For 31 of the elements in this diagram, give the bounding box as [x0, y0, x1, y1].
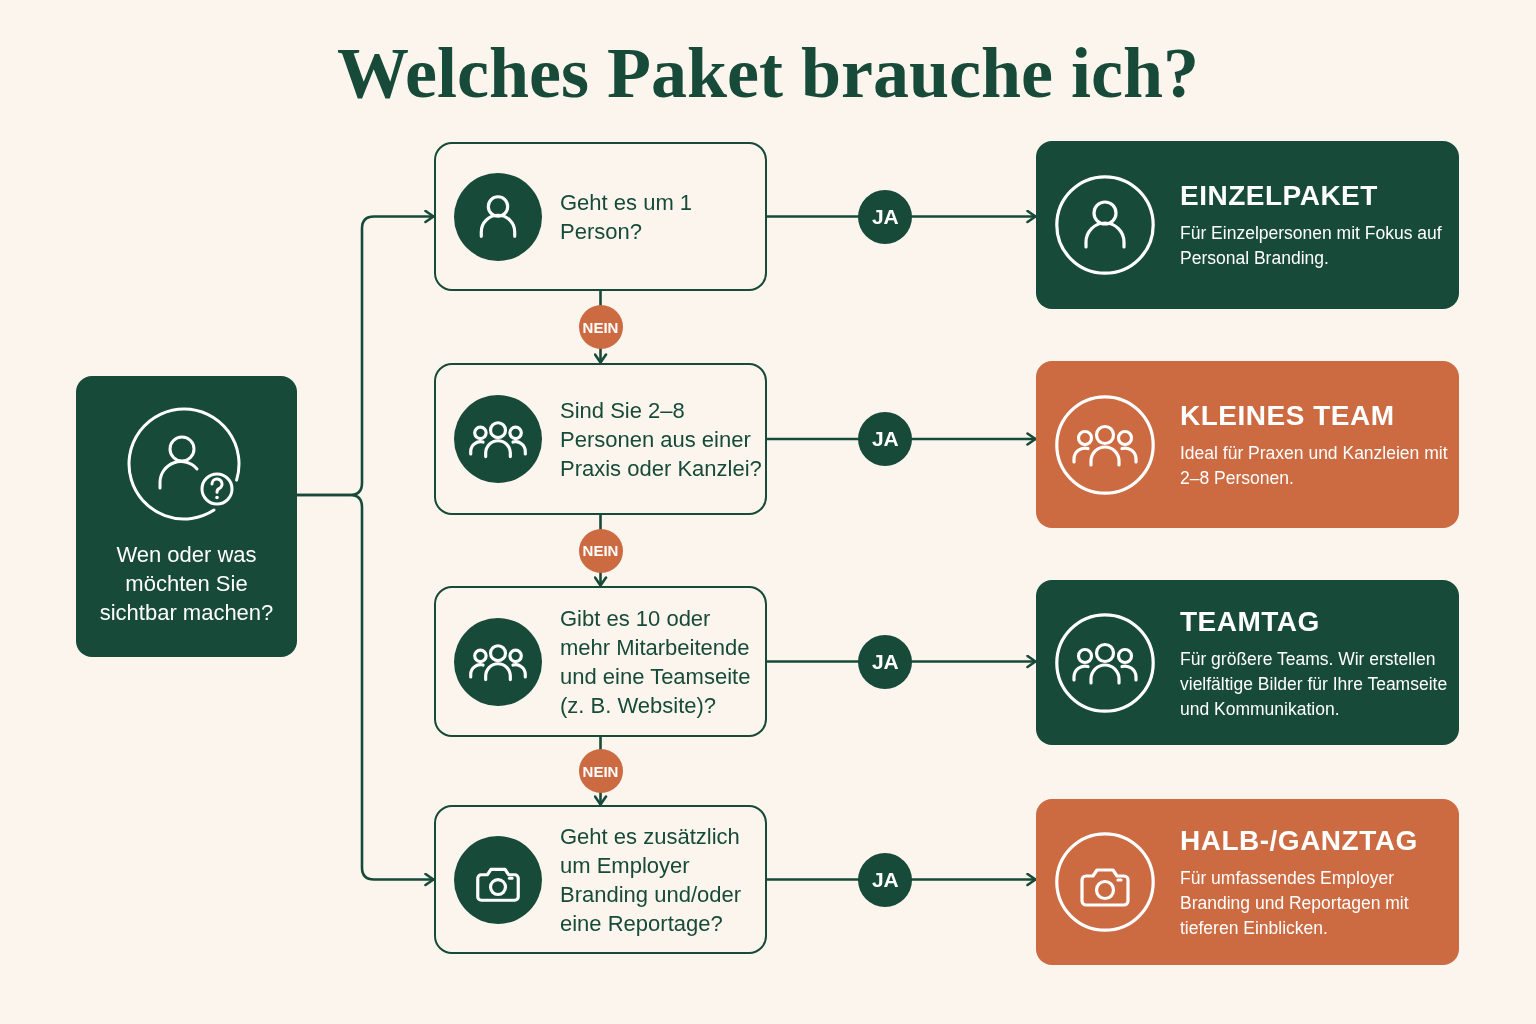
package-card — [1036, 580, 1459, 745]
start-box — [76, 376, 297, 657]
question-text: Gibt es 10 oder mehr Mitarbeitende und eine Teamseite (z. B. Website)? — [560, 604, 752, 720]
arrow — [297, 493, 435, 887]
package-card — [1036, 141, 1459, 309]
package-card — [1036, 361, 1459, 528]
package-description: Für Einzelpersonen mit Fokus auf Personal Branding. — [1180, 222, 1443, 270]
edge-label: NEIN — [578, 305, 623, 349]
package-title: HALB-/GANZTAG — [1180, 823, 1419, 858]
package-description: Ideal für Praxen und Kanzleien mit 2–8 Personen. — [1180, 441, 1449, 490]
question-box — [434, 363, 767, 515]
package-description: Für umfassendes Employer Branding und Reportagen mit tieferen Einblicken. — [1180, 866, 1410, 940]
edge-label: NEIN — [578, 749, 623, 793]
edge-label: JA — [858, 852, 913, 907]
title: Welches Paket brauche ich? — [337, 32, 1199, 115]
question-box — [434, 586, 767, 737]
package-card — [1036, 799, 1459, 965]
edge-label: NEIN — [578, 528, 623, 573]
package-description: Für größere Teams. Wir erstellen vielfältige Bilder für Ihre Teamseite und Kommunikation. — [1180, 647, 1449, 720]
package-title: KLEINES TEAM — [1180, 398, 1396, 433]
edge-label: JA — [858, 412, 913, 466]
question-box — [434, 142, 767, 291]
question-text: Geht es zusätzlich um Employer Branding und/oder eine Reportage? — [560, 822, 743, 938]
edge-label: JA — [858, 189, 913, 244]
edge-label: JA — [858, 634, 913, 689]
prompt-text: Wen oder was möchten Sie sichtbar machen? — [98, 541, 275, 627]
package-title: EINZELPAKET — [1180, 179, 1379, 213]
package-title: TEAMTAG — [1180, 604, 1321, 638]
question-box — [434, 805, 767, 954]
question-text: Sind Sie 2–8 Personen aus einer Praxis oder Kanzlei? — [560, 396, 762, 483]
question-text: Geht es um 1 Person? — [560, 188, 694, 246]
